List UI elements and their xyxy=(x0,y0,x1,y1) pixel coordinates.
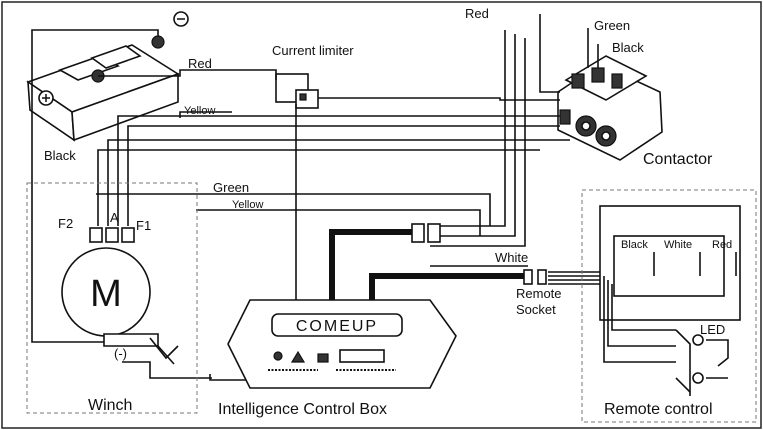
battery xyxy=(26,11,189,142)
remote-control xyxy=(581,189,757,423)
f1-label: F1 xyxy=(136,218,151,233)
white-wire-label: White xyxy=(495,250,528,265)
minus-label: (-) xyxy=(114,346,127,361)
contactor-label: Contactor xyxy=(643,151,713,168)
green-mid-label: Green xyxy=(213,180,249,195)
remote-boundary xyxy=(581,189,757,423)
remote-socket-label-2: Socket xyxy=(516,302,556,317)
status-icon-4 xyxy=(339,349,385,363)
red-top-label: Red xyxy=(465,6,489,21)
remote-control-label: Remote control xyxy=(604,401,713,418)
current-limiter xyxy=(275,73,319,109)
yellow-mid-label: Yellow xyxy=(232,199,263,211)
status-icon-1 xyxy=(273,351,283,361)
brand-label: COMEUP xyxy=(296,318,378,335)
green-top-label: Green xyxy=(594,18,630,33)
remote-socket-label-1: Remote xyxy=(516,286,562,301)
motor-label: M xyxy=(90,273,122,315)
status-icon-3 xyxy=(317,353,329,363)
status-icon-2 xyxy=(290,350,306,363)
a-label: A xyxy=(110,210,119,225)
black-top-label: Black xyxy=(612,40,644,55)
led-label: LED xyxy=(700,322,725,337)
current-limiter-label: Current limiter xyxy=(272,43,354,58)
intelligence-box-label: Intelligence Control Box xyxy=(218,401,387,418)
winch-label: Winch xyxy=(88,397,132,414)
rc-red-label: Red xyxy=(712,239,732,251)
harness xyxy=(329,223,547,304)
contactor xyxy=(557,55,663,161)
yellow-top-label: Yellow xyxy=(184,105,215,117)
winch-boundary xyxy=(26,182,198,414)
red-battery-label: Red xyxy=(188,56,212,71)
winch xyxy=(26,182,198,414)
rc-white-label: White xyxy=(664,239,692,251)
black-left-label: Black xyxy=(44,148,76,163)
brand-badge xyxy=(271,313,403,337)
rc-black-label: Black xyxy=(621,239,648,251)
f2-label: F2 xyxy=(58,216,73,231)
intelligence-control-box xyxy=(227,299,457,389)
wires xyxy=(31,14,612,381)
